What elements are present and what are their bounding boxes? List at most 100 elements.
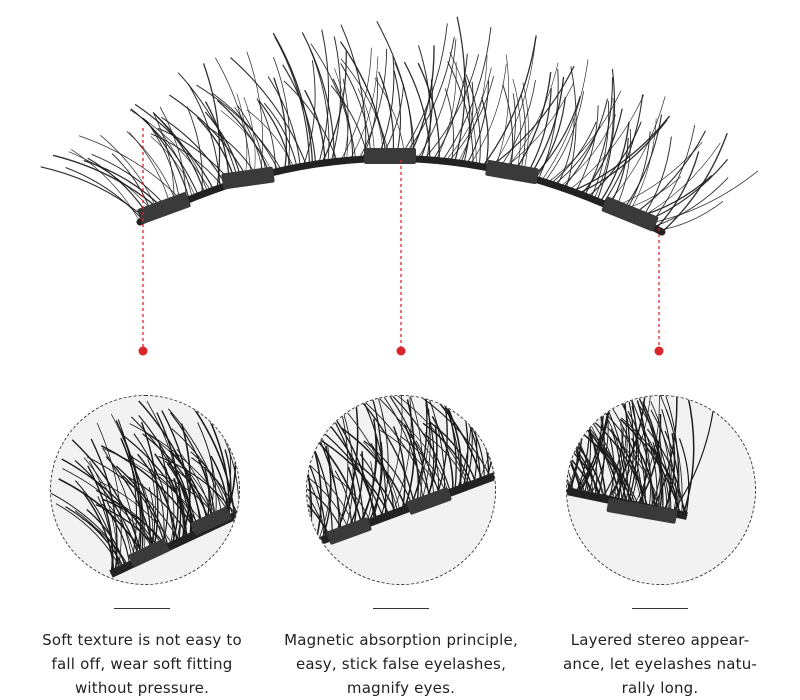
lash-hair bbox=[630, 130, 707, 217]
lash-hair bbox=[682, 396, 695, 516]
lash-hair bbox=[567, 477, 573, 493]
lash-hair bbox=[422, 432, 468, 487]
lash-hair bbox=[567, 405, 637, 506]
caption-line: Layered stereo appear- bbox=[570, 631, 750, 649]
lash-hair bbox=[629, 396, 652, 509]
lash-hair bbox=[543, 91, 585, 183]
lash-hair bbox=[597, 405, 660, 511]
caption-line: ance, let eyelashes natu- bbox=[562, 655, 758, 673]
lash-hair bbox=[547, 90, 622, 184]
lash-hair bbox=[403, 61, 431, 160]
lash-hair bbox=[480, 97, 489, 168]
lash-hair bbox=[567, 422, 598, 498]
lash-hair bbox=[75, 480, 121, 571]
lash-hair bbox=[358, 48, 388, 160]
lash-hair bbox=[449, 51, 477, 166]
lash-hair bbox=[375, 396, 441, 497]
lash-hair bbox=[652, 177, 729, 228]
detail-circle-soft-texture bbox=[50, 395, 240, 585]
lash-hair bbox=[678, 438, 690, 516]
lash-hair bbox=[74, 459, 141, 561]
lash-hair bbox=[146, 400, 184, 541]
lash-hair bbox=[616, 444, 642, 507]
lash-hair bbox=[567, 454, 583, 495]
lash-hair bbox=[417, 62, 440, 161]
lash-hair bbox=[382, 396, 424, 503]
lash-hair bbox=[664, 430, 680, 515]
magnet-segment bbox=[190, 506, 232, 536]
caption-line: fall off, wear soft fitting bbox=[51, 655, 233, 673]
lash-hair bbox=[389, 396, 431, 501]
lash-hair bbox=[431, 396, 484, 481]
lash-hair bbox=[103, 448, 208, 530]
lash-hair bbox=[646, 428, 685, 516]
lash-hair bbox=[310, 404, 378, 521]
lash-hair bbox=[571, 115, 671, 192]
lash-hair bbox=[567, 466, 575, 493]
detail-circle-magnetic bbox=[306, 395, 496, 585]
lash-hair bbox=[567, 456, 584, 495]
lash-hair bbox=[465, 74, 481, 167]
magnet-segment bbox=[601, 196, 659, 232]
caption-line: Soft texture is not easy to bbox=[42, 631, 242, 649]
lash-hair bbox=[611, 396, 627, 501]
lash-hair bbox=[497, 80, 536, 171]
lash-hair bbox=[58, 478, 147, 559]
lash-hair bbox=[81, 517, 128, 567]
lash-hair bbox=[466, 80, 490, 165]
lash-hair bbox=[51, 492, 129, 567]
leader-dot bbox=[138, 346, 148, 356]
lash-hair bbox=[184, 396, 236, 517]
lash-hair bbox=[642, 401, 663, 511]
lash-hair bbox=[283, 80, 338, 162]
lash-hair bbox=[340, 24, 367, 160]
lash-hair bbox=[230, 57, 307, 166]
lash-hair bbox=[404, 424, 419, 506]
lash-hair bbox=[137, 453, 178, 544]
eyelash-hero-image bbox=[40, 16, 759, 356]
lash-hair bbox=[61, 458, 158, 553]
lash-hair bbox=[562, 98, 609, 189]
lash-hair bbox=[98, 480, 174, 546]
caption-soft-texture: Soft texture is not easy to fall off, we… bbox=[22, 628, 262, 700]
lash-hair bbox=[321, 446, 332, 541]
lash-hair bbox=[316, 426, 384, 518]
leader-dot bbox=[396, 346, 406, 356]
leader-lines bbox=[138, 128, 664, 356]
lash-hair bbox=[423, 54, 480, 160]
lash-closeup-image bbox=[567, 396, 755, 584]
lash-hair bbox=[591, 419, 649, 509]
lash-hair bbox=[429, 421, 477, 484]
caption-line: magnify eyes. bbox=[346, 679, 456, 697]
lash-hair bbox=[586, 396, 602, 496]
lash-hair bbox=[52, 154, 162, 213]
lash-hair bbox=[608, 437, 615, 500]
lash-hair bbox=[447, 61, 474, 166]
lash-hair bbox=[556, 118, 575, 187]
lash-hair bbox=[307, 457, 327, 539]
lash-hair bbox=[71, 439, 144, 560]
lash-hair bbox=[620, 417, 688, 517]
lash-hair bbox=[282, 64, 317, 165]
lash-hair bbox=[343, 414, 354, 532]
lash-hair bbox=[129, 423, 233, 518]
magnet-segment bbox=[128, 538, 170, 568]
lash-hair bbox=[170, 412, 217, 525]
lash-hair bbox=[481, 35, 537, 168]
lash-hair bbox=[602, 94, 644, 204]
lash-hair bbox=[307, 461, 357, 529]
lash-hair bbox=[40, 166, 147, 220]
lash-hair bbox=[420, 396, 431, 504]
lash-hair bbox=[422, 422, 473, 485]
lash-hair bbox=[159, 106, 187, 201]
lash-hair bbox=[399, 419, 449, 494]
caption-line: without pressure. bbox=[74, 679, 210, 697]
lash-hair bbox=[637, 396, 664, 511]
lash-hair bbox=[578, 119, 668, 195]
lash-hair bbox=[627, 410, 653, 509]
lash-hair bbox=[449, 396, 495, 477]
lash-hair bbox=[655, 151, 700, 230]
lash-hair bbox=[142, 117, 190, 200]
magnet-segment bbox=[606, 498, 678, 524]
lash-hair bbox=[307, 512, 321, 542]
